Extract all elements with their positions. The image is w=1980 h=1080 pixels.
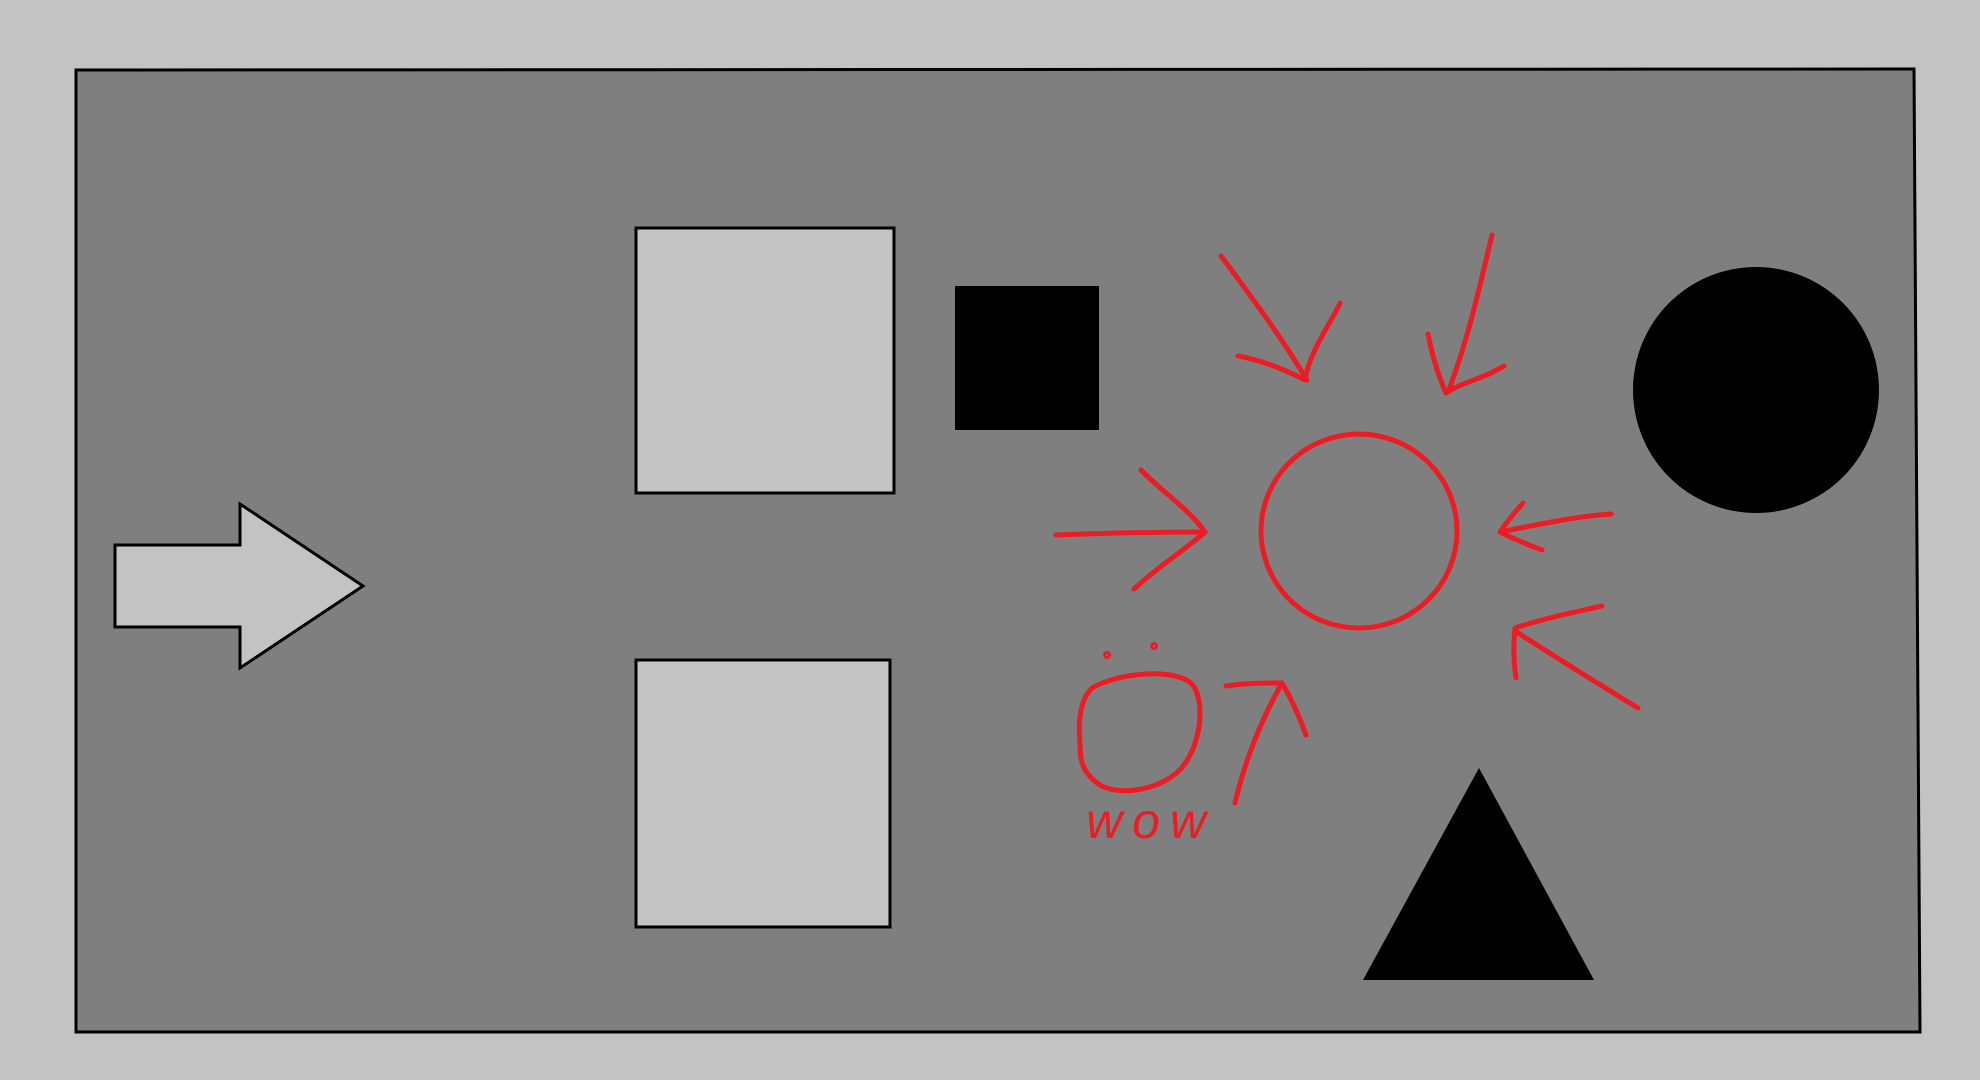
handwritten-wow: wow bbox=[1086, 793, 1216, 849]
gray-board bbox=[74, 67, 1922, 1034]
red-annotation bbox=[1053, 232, 1641, 806]
surprised-face-icon bbox=[1076, 671, 1203, 794]
face-eye-right bbox=[1150, 642, 1158, 650]
black-triangle bbox=[1363, 768, 1594, 980]
pointing-arrow-bottom-right bbox=[1511, 603, 1641, 711]
pointing-arrow-left bbox=[1053, 467, 1208, 592]
face-eye-left bbox=[1103, 651, 1111, 659]
pointing-arrow-top-right bbox=[1425, 232, 1507, 396]
black-circle bbox=[1633, 267, 1879, 513]
right-arrow-icon bbox=[113, 501, 366, 671]
pointing-arrow-top-left bbox=[1218, 253, 1343, 383]
light-square-top bbox=[634, 226, 896, 495]
black-square bbox=[955, 286, 1099, 430]
pointing-arrow-right bbox=[1497, 500, 1614, 553]
annotation-circle bbox=[1258, 431, 1460, 631]
pointing-arrow-from-face bbox=[1223, 680, 1309, 806]
light-square-bottom bbox=[634, 658, 892, 929]
